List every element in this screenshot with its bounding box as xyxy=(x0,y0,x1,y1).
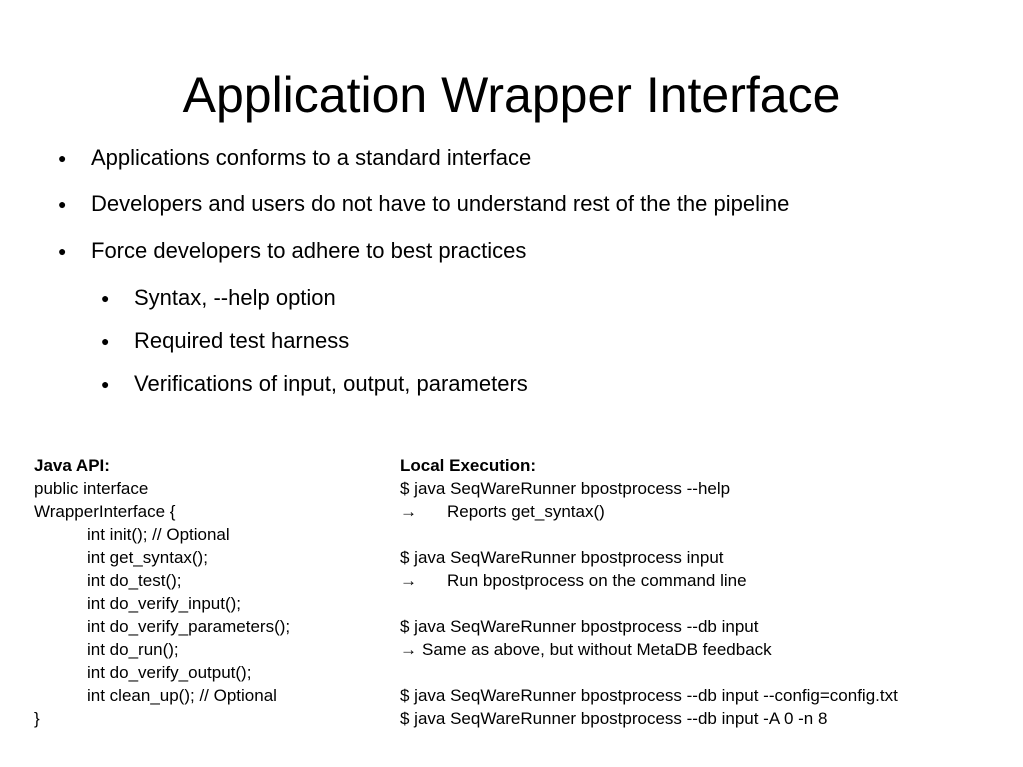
bullet-text: Verifications of input, output, paramete… xyxy=(134,371,528,396)
bullet-dot-icon: ● xyxy=(58,196,67,212)
bullet-item: ● Developers and users do not have to un… xyxy=(58,190,790,218)
blank-line xyxy=(400,592,898,615)
local-execution-block: Local Execution: $ java SeqWareRunner bp… xyxy=(400,454,898,730)
code-line: } xyxy=(34,709,40,728)
code-line: public interface xyxy=(34,479,149,498)
command-line: $ java SeqWareRunner bpostprocess --help xyxy=(400,479,731,498)
bullet-item: ● Force developers to adhere to best pra… xyxy=(58,237,527,265)
code-line: int do_run(); xyxy=(87,640,179,659)
java-api-heading: Java API: xyxy=(34,456,110,475)
code-line: int init(); // Optional xyxy=(87,525,230,544)
slide-title: Application Wrapper Interface xyxy=(182,67,841,123)
sub-bullet-item: ● Required test harness xyxy=(101,327,350,355)
command-line: $ java SeqWareRunner bpostprocess --db i… xyxy=(400,686,898,705)
bullet-dot-icon: ● xyxy=(58,150,67,166)
command-line: $ java SeqWareRunner bpostprocess --db i… xyxy=(400,617,759,636)
code-line: int do_verify_output(); xyxy=(87,663,252,682)
result-line: → Reports get_syntax() xyxy=(400,500,898,523)
code-line: int get_syntax(); xyxy=(87,548,208,567)
code-line: int do_verify_input(); xyxy=(87,594,242,613)
command-line: $ java SeqWareRunner bpostprocess input xyxy=(400,548,724,567)
bullet-dot-icon: ● xyxy=(101,376,110,392)
result-text: Same as above, but without MetaDB feedba… xyxy=(422,640,772,659)
local-execution-heading: Local Execution: xyxy=(400,456,537,475)
command-line: $ java SeqWareRunner bpostprocess --db i… xyxy=(400,709,828,728)
sub-bullet-item: ● Syntax, --help option xyxy=(101,284,336,312)
bullet-text: Developers and users do not have to unde… xyxy=(91,191,790,216)
arrow-right-icon: → xyxy=(400,640,417,659)
blank-line xyxy=(400,661,898,684)
result-line: → Same as above, but without MetaDB feedb… xyxy=(400,638,898,661)
result-line: → Run bpostprocess on the command line xyxy=(400,569,898,592)
bullet-dot-icon: ● xyxy=(101,290,110,306)
code-line: int clean_up(); // Optional xyxy=(87,686,277,705)
java-api-block: Java API: public interface WrapperInterf… xyxy=(34,454,290,730)
sub-bullet-item: ● Verifications of input, output, parame… xyxy=(101,370,528,398)
code-line: int do_verify_parameters(); xyxy=(87,617,291,636)
bullet-text: Force developers to adhere to best pract… xyxy=(91,238,527,263)
bullet-dot-icon: ● xyxy=(58,243,67,259)
arrow-right-icon: → xyxy=(400,502,417,521)
bullet-text: Syntax, --help option xyxy=(134,285,336,310)
bullet-dot-icon: ● xyxy=(101,333,110,349)
arrow-right-icon: → xyxy=(400,571,417,590)
bullet-item: ● Applications conforms to a standard in… xyxy=(58,144,532,172)
result-text: Run bpostprocess on the command line xyxy=(447,571,747,590)
code-line: WrapperInterface { xyxy=(34,502,176,521)
blank-line xyxy=(400,523,898,546)
bullet-text: Required test harness xyxy=(134,328,350,353)
bullet-text: Applications conforms to a standard inte… xyxy=(91,145,532,170)
result-text: Reports get_syntax() xyxy=(447,502,605,521)
code-line: int do_test(); xyxy=(87,571,182,590)
